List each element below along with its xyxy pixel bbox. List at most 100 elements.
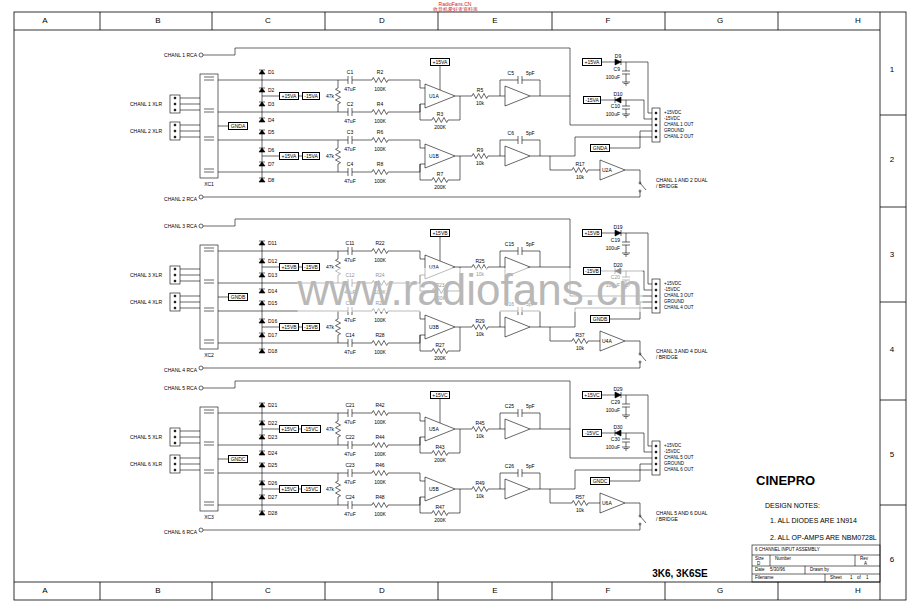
part-label: D3 — [268, 102, 274, 107]
part-label: R25 — [475, 259, 484, 264]
part-label: CHANL 6 XLR — [130, 462, 162, 467]
title-block-text: 1 — [866, 576, 869, 581]
wire-gap — [372, 410, 388, 416]
switch-label: CHANL 1 AND 2 DUAL / BRIDGE — [656, 178, 710, 189]
switch-contact — [639, 523, 641, 525]
part-label: CHANL 2 XLR — [130, 129, 162, 134]
wire — [626, 109, 627, 114]
capacitor-symbol — [622, 439, 630, 442]
part-label: D7 — [268, 162, 274, 167]
capacitor-symbol — [348, 136, 352, 144]
power-flag-text: +15VC — [584, 393, 599, 398]
part-label: D12 — [268, 259, 277, 264]
power-flag-text: -15VC — [304, 427, 318, 432]
diode-symbol — [259, 301, 265, 302]
power-flag-text: +15VC — [281, 487, 296, 492]
wire-gap — [518, 139, 522, 141]
pin-dot — [655, 112, 657, 114]
grid-marker: G — [717, 17, 723, 25]
part-label: 47k — [326, 154, 334, 159]
capacitor-symbol — [348, 247, 352, 255]
wire — [440, 395, 441, 423]
wire — [180, 431, 200, 432]
wire — [530, 156, 540, 157]
wire-gap — [335, 481, 341, 497]
wire — [626, 245, 627, 253]
ground-symbol — [622, 415, 630, 418]
power-flag: +15VB — [582, 229, 602, 237]
pin-label: GROUND — [664, 462, 684, 467]
diode-symbol — [259, 463, 265, 464]
grid-marker: E — [492, 17, 497, 25]
title-block-text: Date — [755, 568, 765, 573]
resistor-symbol — [572, 168, 588, 173]
switch-contact — [639, 190, 641, 192]
power-flag: -15VA — [302, 152, 321, 160]
part-label: D4 — [268, 118, 274, 123]
part-label: 47uF — [344, 179, 355, 184]
power-flag: -15VB — [583, 267, 602, 275]
wire — [180, 275, 200, 276]
power-flag-text: GNDA — [593, 146, 607, 151]
diode-symbol — [259, 349, 265, 353]
ground-symbol — [622, 447, 630, 450]
part-label: 47k — [326, 487, 334, 492]
diode-symbol — [259, 333, 265, 334]
power-flag: +15VA — [430, 58, 450, 66]
filter-element — [204, 248, 214, 251]
part-label: 100K — [374, 480, 386, 485]
power-flag: GNDB — [590, 315, 609, 323]
wire-gap — [518, 412, 522, 414]
filter-element — [204, 502, 214, 505]
part-label: C24 — [345, 495, 354, 500]
part-label: U4A — [602, 339, 612, 344]
power-flag: -15VC — [301, 485, 320, 493]
wire — [180, 458, 200, 459]
grid-marker: B — [155, 17, 160, 25]
resistor-symbol — [432, 451, 448, 456]
power-flag-text: GNDA — [231, 124, 245, 129]
xlr-jack — [170, 455, 180, 473]
part-label: 10k — [476, 494, 484, 499]
part-label: 47uF — [344, 480, 355, 485]
part-label: R28 — [375, 333, 384, 338]
pin-label: GROUND — [664, 300, 684, 305]
part-label: D5 — [268, 130, 274, 135]
diode-symbol — [259, 162, 265, 166]
pin-label: -15VDC — [664, 450, 680, 455]
design-note: 1. ALL DIODES ARE 1N914 — [770, 517, 857, 524]
part-label: R7 — [437, 172, 443, 177]
rca-jack — [199, 386, 203, 390]
pin-label: CHANL 4 OUT — [664, 306, 694, 311]
part-label: D11 — [268, 241, 277, 246]
power-flag-text: +15VA — [282, 154, 297, 159]
wire — [203, 524, 640, 530]
part-label: 10k — [576, 346, 584, 351]
part-label: 200K — [434, 458, 446, 463]
power-flag-text: -15VA — [304, 94, 318, 99]
filter-element — [204, 77, 214, 80]
xlr-jack — [170, 428, 180, 446]
wire — [218, 164, 425, 172]
power-flag-text: +15VB — [281, 265, 296, 270]
wire-gap — [372, 340, 388, 346]
diode-symbol — [259, 241, 265, 242]
resistor-symbol — [472, 427, 488, 432]
wire-gap — [518, 79, 522, 81]
wire — [218, 104, 425, 112]
power-flag-text: -15VA — [585, 98, 599, 103]
op-amp-symbol — [600, 493, 625, 513]
wire — [530, 429, 540, 430]
power-flag: -15VA — [302, 92, 321, 100]
filter-block — [200, 74, 218, 178]
wire-gap — [472, 426, 488, 432]
part-label: C21 — [345, 403, 354, 408]
part-label: 10k — [476, 101, 484, 106]
resistor-symbol — [372, 138, 388, 143]
design-note: DESIGN NOTES: — [765, 502, 820, 509]
switch-label: CHANL 5 AND 6 DUAL / BRIDGE — [656, 511, 710, 522]
wire — [180, 464, 200, 465]
grid-marker: G — [717, 587, 723, 595]
wire — [218, 80, 425, 88]
